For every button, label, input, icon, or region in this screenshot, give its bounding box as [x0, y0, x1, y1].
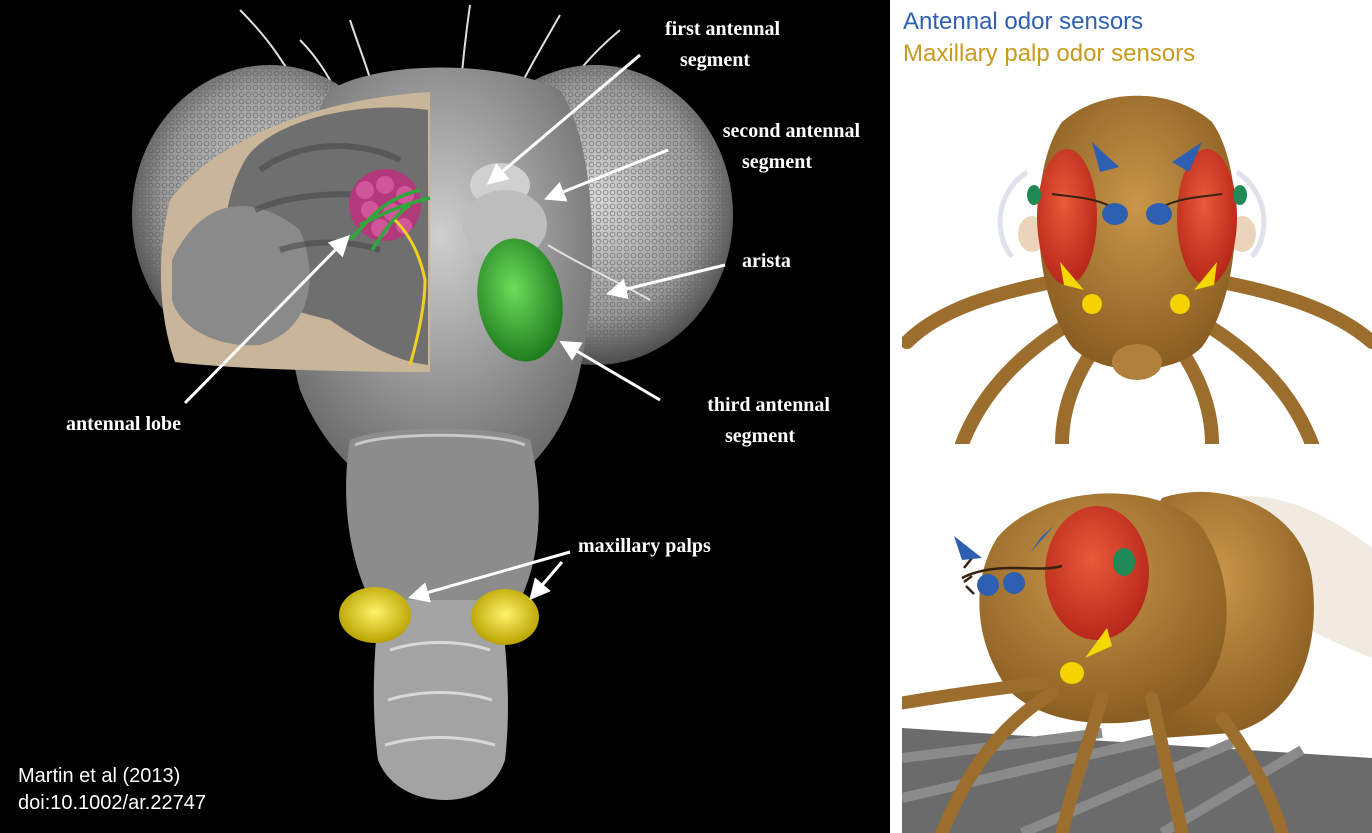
label-third-antennal-line1: third antennal — [707, 394, 830, 416]
label-arista-text: arista — [742, 250, 791, 272]
blue-arrowhead-side-2 — [1030, 526, 1054, 553]
right-maxillary-palp — [471, 589, 539, 645]
annotation-arrows — [183, 53, 726, 603]
sensory-axon — [393, 218, 427, 366]
projection-neurons — [348, 188, 431, 251]
face-lower — [346, 428, 539, 600]
antennal-sensor-side-1 — [977, 574, 999, 596]
left-maxillary-palp — [339, 587, 411, 643]
legend-palp-sensors: Maxillary palp odor sensors — [903, 40, 1196, 67]
credit-doi: doi:10.1002/ar.22747 — [18, 792, 206, 814]
legend-antennal-sensors: Antennal odor sensors — [903, 8, 1144, 35]
fly-model-front — [902, 95, 1372, 444]
antennal-sensor-side-2 — [1003, 572, 1025, 594]
sem-micrograph-panel: first antennal segment second antennal s… — [0, 0, 890, 833]
sem-fly-head-illustration — [132, 4, 733, 800]
antenna-segments — [463, 163, 651, 362]
label-maxillary-palps-text: maxillary palps — [578, 535, 711, 557]
antennal-sensor-left — [1102, 203, 1128, 225]
fly-legs-side — [902, 676, 1289, 833]
fly-legs — [902, 275, 1372, 444]
palp-sensor-side — [1060, 662, 1084, 684]
blue-arrowhead-left — [1092, 142, 1119, 172]
yellow-arrowhead-right — [1194, 262, 1217, 290]
label-second-antennal-segment: second antennal segment — [640, 116, 860, 178]
arrow-palp-left — [407, 550, 571, 603]
label-maxillary-palps: maxillary palps — [578, 531, 711, 562]
label-first-antennal-line2: segment — [680, 49, 750, 71]
arrow-third-antennal — [559, 340, 661, 402]
label-first-antennal-segment: first antennal segment — [600, 14, 780, 76]
blue-arrowhead-side-1 — [954, 536, 982, 560]
arrow-arista — [605, 263, 726, 300]
arrow-second-antennal — [544, 148, 669, 202]
render-side-view — [902, 458, 1372, 833]
arrow-antennal-lobe — [183, 235, 350, 405]
arrow-first-antennal — [486, 53, 641, 185]
credit-citation: Martin et al (2013) — [18, 765, 181, 787]
palp-sensor-left — [1082, 294, 1102, 314]
fly-eye-side — [1045, 506, 1149, 640]
image-credit: Martin et al (2013) doi:10.1002/ar.22747 — [18, 763, 206, 817]
arrow-palp-right — [529, 561, 564, 601]
yellow-arrowhead-left — [1060, 262, 1084, 290]
blue-arrowhead-right — [1172, 142, 1202, 172]
label-arista: arista — [742, 246, 791, 277]
label-second-antennal-line2: segment — [742, 151, 812, 173]
render-front-view — [902, 82, 1372, 444]
label-antennal-lobe: antennal lobe — [66, 409, 181, 440]
fly-eye-right — [1177, 149, 1237, 285]
palp-sensor-right — [1170, 294, 1190, 314]
label-second-antennal-line1: second antennal — [722, 120, 860, 142]
proboscis — [373, 600, 508, 800]
label-antennal-lobe-text: antennal lobe — [66, 413, 182, 435]
yellow-arrowhead-side — [1085, 628, 1112, 658]
antennal-sensor-right — [1146, 203, 1172, 225]
fly-model-side — [902, 491, 1372, 833]
label-first-antennal-line1: first antennal — [665, 18, 780, 40]
label-third-antennal-segment: third antennal segment — [640, 390, 830, 452]
third-antennal-segment-highlight — [477, 238, 563, 362]
fly-eye-left — [1037, 149, 1097, 285]
label-third-antennal-line2: segment — [725, 425, 795, 447]
